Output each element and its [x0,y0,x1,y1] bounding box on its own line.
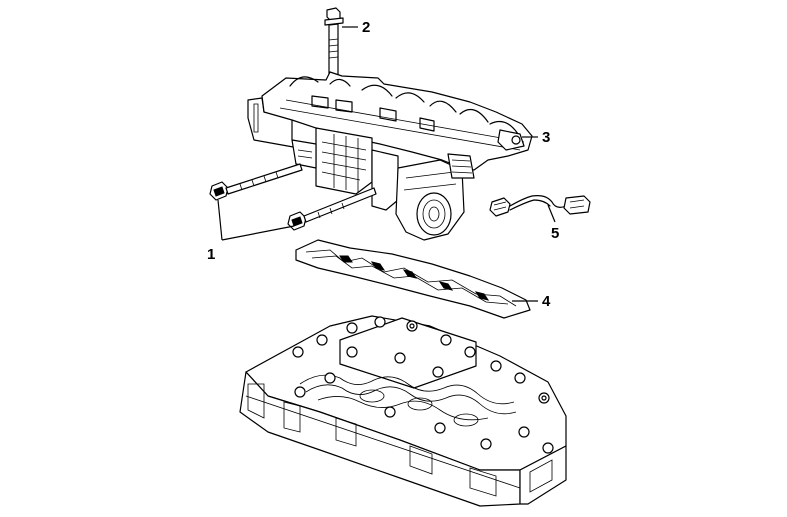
callout-labels: 1 2 3 4 5 [207,19,559,310]
wiring-harness [489,195,591,217]
callout-1: 1 [207,246,215,263]
valve-body-bolt-heads [292,316,554,454]
valve-body-lower [239,315,567,507]
leader-lines [217,26,556,302]
callout-5: 5 [551,225,559,242]
bolt-long [324,7,344,82]
callout-4: 4 [542,293,551,310]
bolt-small-lower [287,187,377,231]
spacer-gasket [295,239,531,319]
callout-2: 2 [362,19,370,36]
control-solenoid-body [247,71,533,241]
bolt-small-upper [209,163,303,201]
callout-3: 3 [542,129,550,146]
